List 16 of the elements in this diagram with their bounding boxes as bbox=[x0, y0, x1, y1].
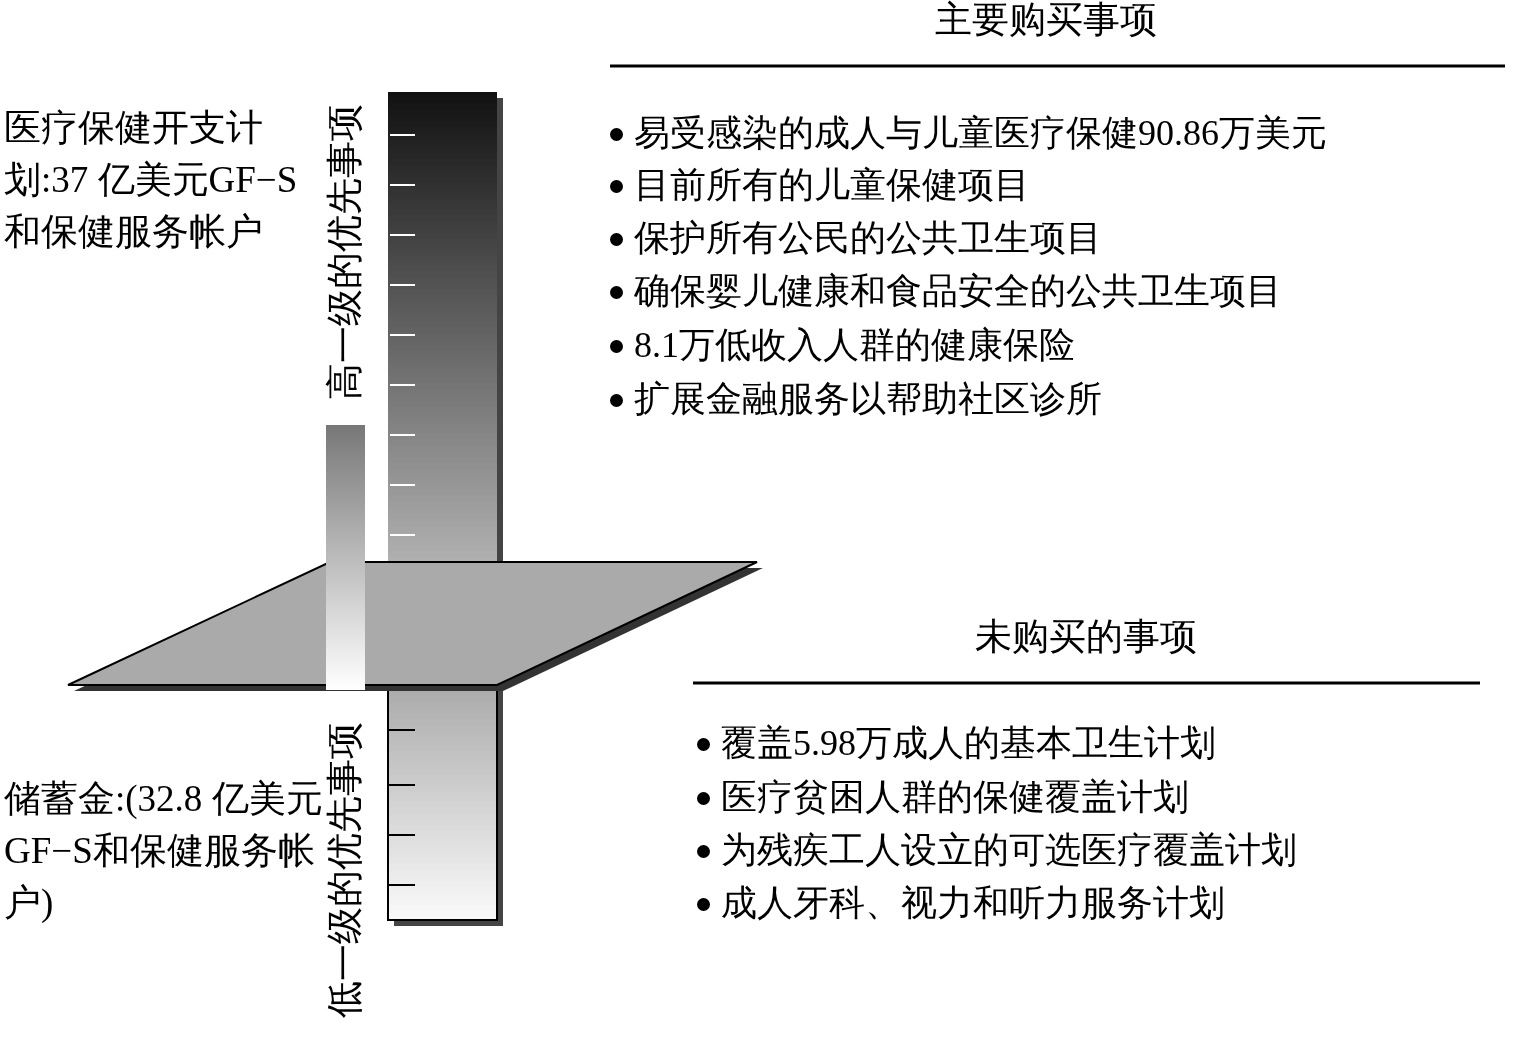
list-item: 8.1万低收入人群的健康保险 bbox=[608, 318, 1075, 372]
list-item: 目前所有的儿童保健项目 bbox=[608, 158, 1030, 212]
list-item: 确保婴儿健康和食品安全的公共卫生项目 bbox=[608, 264, 1282, 318]
budget-text: 医疗保健开支计划:37 亿美元GF−S和保健服务帐户 bbox=[4, 106, 299, 254]
section-heading: 主要购买事项 bbox=[935, 0, 1157, 42]
priority-label: 高一级的优先事项 bbox=[325, 104, 365, 400]
list-item: 扩展金融服务以帮助社区诊所 bbox=[608, 372, 1102, 426]
list-item: 医疗贫困人群的保健覆盖计划 bbox=[695, 770, 1189, 824]
reserve-text: 储蓄金:(32.8 亿美元GF−S和保健服务帐户) bbox=[4, 777, 324, 925]
list-item: 为残疾工人设立的可选医疗覆盖计划 bbox=[695, 823, 1297, 877]
list-item: 易受感染的成人与儿童医疗保健90.86万美元 bbox=[608, 106, 1327, 160]
list-item: 保护所有公民的公共卫生项目 bbox=[608, 211, 1102, 265]
priority-label: 低一级的优先事项 bbox=[325, 722, 365, 1018]
list-item: 成人牙科、视力和听力服务计划 bbox=[695, 876, 1225, 930]
section-heading: 未购买的事项 bbox=[975, 615, 1197, 659]
list-item: 覆盖5.98万成人的基本卫生计划 bbox=[695, 716, 1216, 770]
